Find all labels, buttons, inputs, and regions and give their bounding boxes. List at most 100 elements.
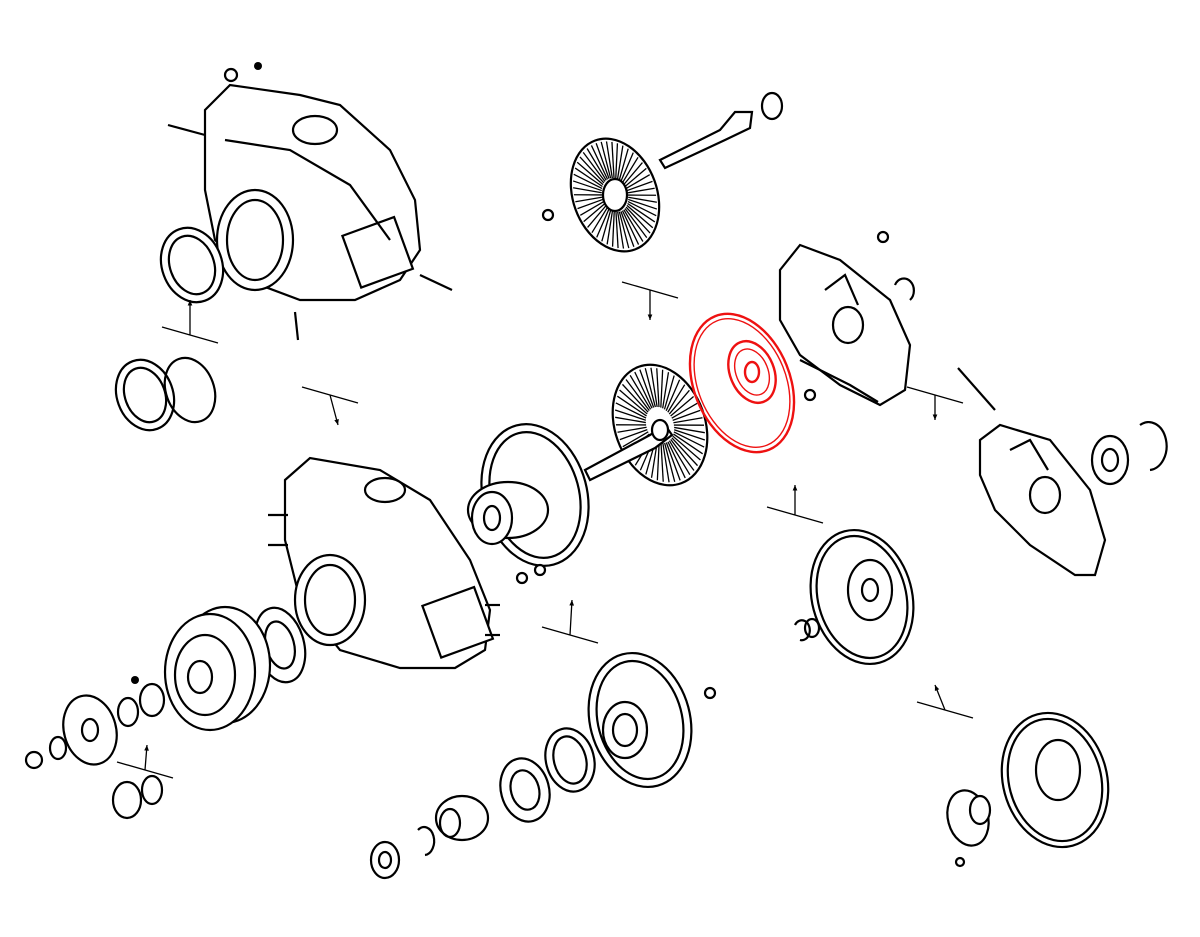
fan-blade bbox=[614, 409, 647, 421]
fan-blade bbox=[577, 198, 604, 210]
fan-blade bbox=[672, 435, 701, 461]
drive-hub[interactable] bbox=[941, 786, 994, 868]
flange-hub-small[interactable] bbox=[24, 676, 166, 820]
fan-blade bbox=[664, 442, 676, 482]
fan-blade bbox=[624, 208, 648, 239]
fan-blade bbox=[596, 208, 610, 238]
fan-blade bbox=[572, 180, 602, 192]
fan-blade bbox=[625, 206, 651, 234]
fan-blade bbox=[621, 383, 649, 413]
fan-blade bbox=[667, 384, 686, 413]
fan-blade bbox=[625, 174, 651, 190]
fan-disk-upper[interactable] bbox=[541, 91, 784, 264]
fan-blade bbox=[671, 402, 698, 419]
fan-blade bbox=[583, 202, 606, 223]
fan-blade bbox=[615, 143, 619, 179]
fan-blade bbox=[671, 437, 699, 467]
fan-blade bbox=[667, 441, 686, 479]
fan-blade bbox=[576, 161, 604, 186]
fan-blade bbox=[582, 151, 606, 182]
fan-blade bbox=[627, 200, 657, 217]
pulley[interactable] bbox=[163, 605, 272, 732]
fan-blade bbox=[579, 156, 605, 184]
assembly-arrows bbox=[116, 281, 974, 779]
fan-blade bbox=[623, 209, 644, 242]
fan-blade bbox=[606, 210, 614, 245]
fan-blade bbox=[626, 204, 654, 229]
fan-blade bbox=[673, 431, 705, 448]
fan-blade bbox=[615, 402, 647, 419]
fan-blade bbox=[628, 196, 657, 203]
bearing-and-circlip-right[interactable] bbox=[1090, 420, 1168, 486]
fan-blade bbox=[674, 426, 705, 434]
assembly-arrow bbox=[541, 599, 599, 644]
fan-blade bbox=[673, 433, 704, 455]
fan-blade bbox=[622, 431, 649, 448]
bearing-cover-lower[interactable] bbox=[574, 641, 717, 798]
fan-blade bbox=[626, 180, 653, 192]
arrow-head-icon bbox=[932, 414, 938, 420]
pin-long[interactable] bbox=[957, 367, 996, 411]
arrow-head-icon bbox=[647, 314, 653, 320]
fan-blade bbox=[665, 442, 681, 481]
seal-ring-upper[interactable] bbox=[151, 219, 233, 311]
fan-blade bbox=[621, 156, 639, 184]
fan-blade bbox=[587, 204, 607, 228]
fan-blade bbox=[627, 202, 656, 223]
fan-blade bbox=[650, 367, 658, 408]
fan-blade bbox=[662, 372, 670, 409]
assembly-arrow bbox=[916, 684, 974, 719]
fan-blade bbox=[590, 145, 609, 180]
bearing-stack-lower[interactable] bbox=[369, 723, 601, 880]
fan-blade bbox=[673, 417, 703, 424]
pressure-disk[interactable] bbox=[794, 518, 928, 675]
arrow-head-icon bbox=[792, 485, 798, 491]
bearing-plate-upper[interactable] bbox=[778, 230, 915, 407]
fan-blade bbox=[579, 200, 605, 216]
fan-disk-lower[interactable] bbox=[583, 351, 723, 498]
fan-blade bbox=[673, 429, 706, 441]
fan-blade bbox=[624, 167, 647, 188]
fan-blade bbox=[619, 429, 648, 441]
end-cover-with-hub[interactable] bbox=[466, 412, 604, 585]
fan-blade bbox=[600, 141, 612, 179]
fan-blade bbox=[617, 426, 647, 433]
fan-blade bbox=[668, 389, 690, 415]
seal-pair-left[interactable] bbox=[106, 351, 223, 439]
fan-blade bbox=[573, 187, 602, 194]
arrow-head-icon bbox=[144, 745, 149, 751]
fan-blade bbox=[665, 379, 681, 411]
bearing-plate-right[interactable] bbox=[978, 423, 1107, 577]
drive-disk-lower[interactable] bbox=[987, 701, 1123, 859]
fan-blade bbox=[668, 440, 691, 476]
fan-blade bbox=[591, 206, 609, 234]
gearbox-housing-main[interactable] bbox=[268, 456, 500, 670]
fan-blade bbox=[620, 152, 634, 182]
gearbox-housing-upper[interactable] bbox=[167, 62, 453, 341]
fan-blade bbox=[595, 143, 610, 179]
fan-blade bbox=[618, 211, 630, 249]
fan-blade bbox=[620, 211, 635, 247]
fan-blade bbox=[611, 141, 615, 179]
arrow-head-icon bbox=[187, 300, 193, 306]
fan-blade bbox=[601, 209, 612, 242]
arrow-head-icon bbox=[569, 600, 575, 606]
fan-blade bbox=[618, 148, 629, 181]
fan-blade bbox=[627, 187, 655, 194]
assembly-arrow bbox=[161, 300, 219, 344]
fan-blade bbox=[634, 371, 653, 409]
assembly-arrow bbox=[301, 386, 359, 426]
arrow-head-icon bbox=[334, 419, 339, 425]
arrow-head-icon bbox=[934, 685, 940, 691]
assembly-arrow bbox=[621, 281, 679, 320]
highlighted-clutch-disk[interactable] bbox=[671, 298, 814, 467]
fan-blade bbox=[617, 211, 625, 249]
assembly-arrow bbox=[766, 485, 824, 524]
fan-blade bbox=[672, 409, 701, 421]
fan-blade bbox=[662, 442, 670, 483]
fan-blade bbox=[616, 145, 624, 180]
fan-blade bbox=[644, 368, 656, 408]
fan-blade bbox=[629, 374, 652, 410]
fan-blade bbox=[625, 379, 650, 412]
